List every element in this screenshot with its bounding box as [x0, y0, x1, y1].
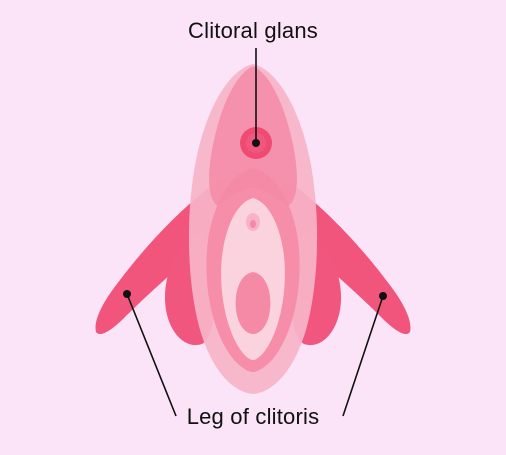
leg-of-clitoris-label: Leg of clitoris — [186, 404, 320, 429]
clitoral-glans-label: Clitoral glans — [188, 18, 318, 43]
urethral-opening-center — [250, 220, 256, 228]
right-leg-leader-dot — [379, 292, 387, 300]
right-leg-leader-line — [342, 295, 384, 417]
left-leg-leader-dot — [123, 290, 131, 298]
vaginal-opening — [235, 272, 271, 334]
left-leg-leader-line — [126, 293, 177, 417]
glans-leader-dot — [252, 139, 260, 147]
